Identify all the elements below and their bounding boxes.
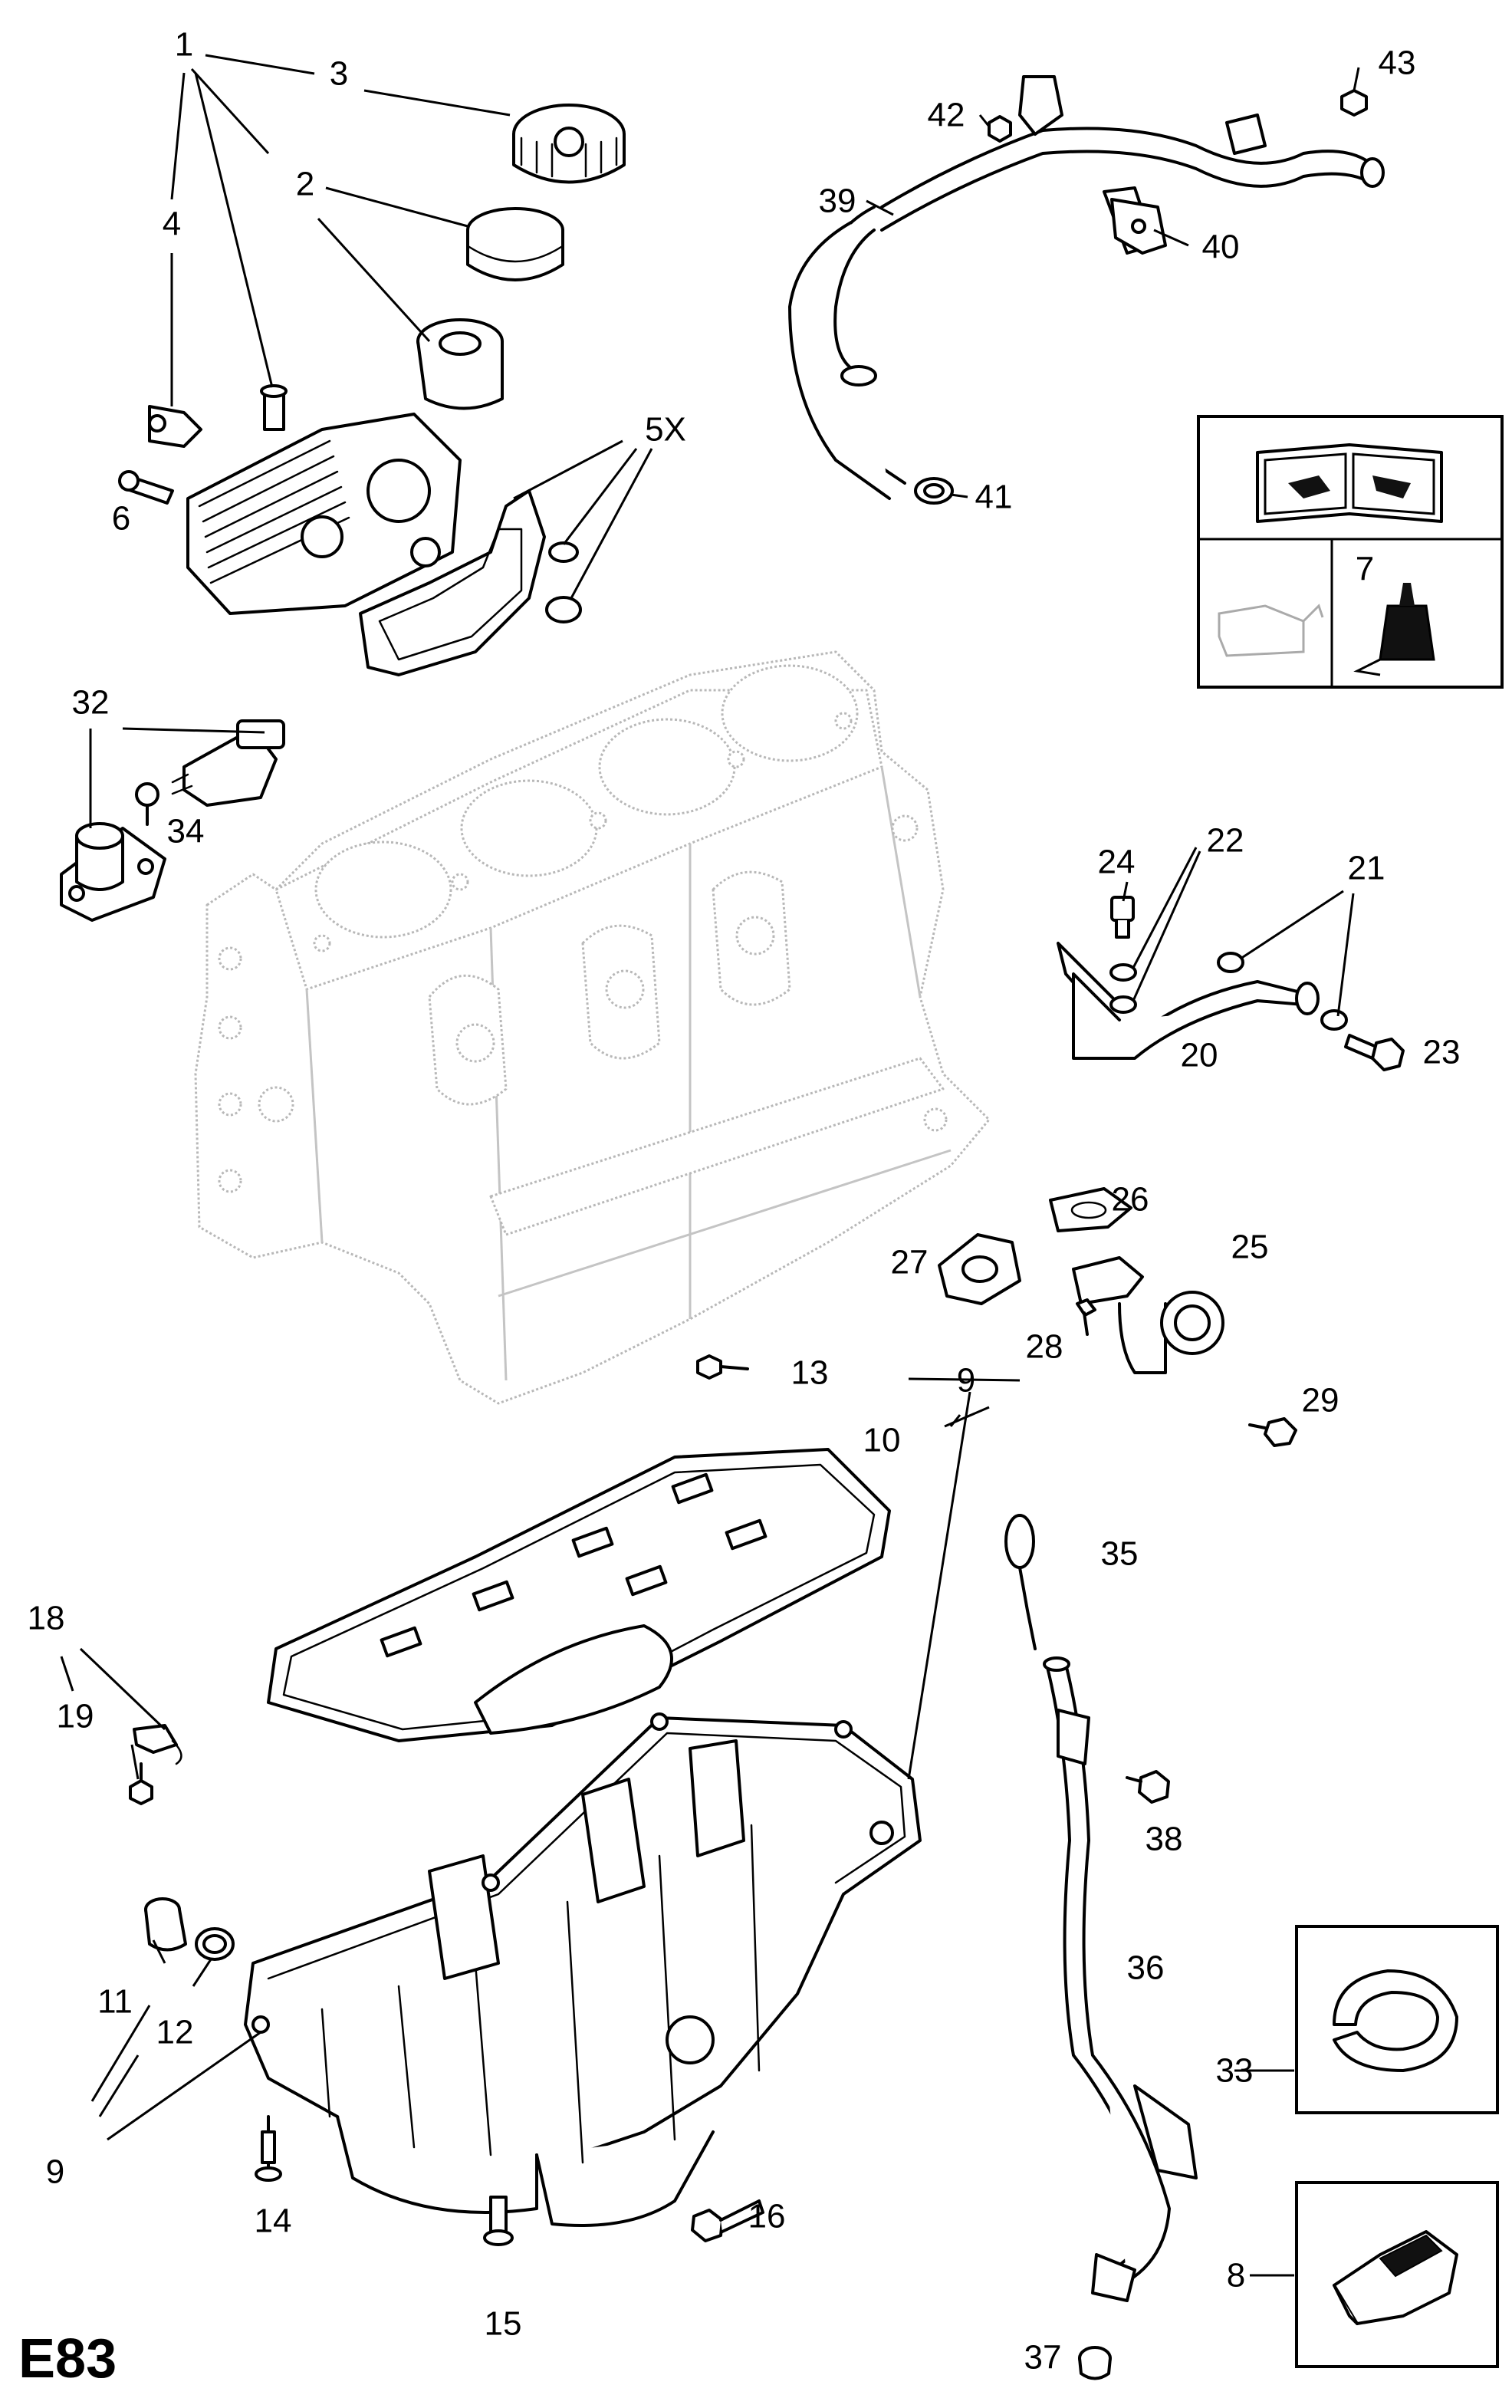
oil-cooler-assembly — [186, 384, 462, 615]
sealant-tube-icon — [1353, 583, 1435, 676]
oil-filter-element — [416, 318, 504, 410]
washer-21b — [1320, 1009, 1348, 1031]
sensor-connector — [171, 719, 285, 807]
bolt-29 — [1248, 1417, 1297, 1447]
oil-filter-cap — [512, 104, 626, 184]
inset-box-33 — [1295, 1925, 1499, 2114]
washer-21a — [1217, 952, 1244, 973]
oil-pan-baffle — [267, 1448, 891, 1742]
callout-10: 10 — [863, 1422, 901, 1459]
oil-filter-ring — [466, 207, 564, 281]
callout-18: 18 — [28, 1600, 65, 1637]
callout-34: 34 — [167, 813, 205, 850]
bolt-34 — [135, 782, 159, 826]
callout-21: 21 — [1348, 850, 1385, 887]
callout-7: 7 — [1356, 551, 1374, 588]
callout-42: 42 — [928, 97, 965, 134]
engine-block-ghost — [194, 650, 991, 1405]
hose-clamp-41 — [914, 477, 954, 505]
bolt-16 — [691, 2199, 764, 2242]
callout-22: 22 — [1207, 822, 1244, 860]
washer-22a — [1109, 963, 1137, 982]
gasket-set-5x — [359, 489, 582, 676]
page-code: E83 — [18, 2328, 117, 2390]
callout-19: 19 — [57, 1698, 94, 1735]
bracket-40 — [1110, 198, 1167, 255]
callout-11: 11 — [97, 1983, 133, 2021]
gasket-26 — [1049, 1187, 1132, 1232]
nut-43 — [1340, 89, 1368, 117]
callout-5x: 5X — [645, 411, 686, 449]
callout-labels: 1 2 3 4 5X 6 7 8 9 9 10 11 12 13 14 15 1… — [28, 26, 1461, 2377]
callout-43: 43 — [1379, 44, 1416, 82]
callout-20: 20 — [1181, 1037, 1218, 1074]
seal-37 — [1078, 2346, 1112, 2380]
seal-ring-12 — [195, 1927, 235, 1961]
callout-2: 2 — [296, 166, 314, 203]
callout-41: 41 — [975, 479, 1013, 516]
bolt-38 — [1126, 1770, 1170, 1804]
leader-lines — [60, 54, 1360, 2277]
oil-can-icon — [1218, 604, 1324, 657]
drain-plug-11 — [144, 1897, 187, 1952]
callout-35: 35 — [1101, 1535, 1139, 1573]
callout-32: 32 — [72, 684, 110, 722]
callout-14: 14 — [255, 2202, 292, 2240]
callout-27: 27 — [891, 1244, 929, 1281]
bolt-6 — [118, 470, 174, 505]
bolt-13 — [696, 1354, 749, 1380]
callout-15: 15 — [485, 2305, 522, 2343]
callout-1: 1 — [175, 26, 193, 64]
callout-6: 6 — [112, 500, 130, 538]
inset-box-8 — [1295, 2181, 1499, 2368]
oil-return-pipe — [1057, 942, 1320, 1060]
banjo-bolt-24 — [1110, 896, 1135, 939]
callout-25: 25 — [1231, 1229, 1269, 1266]
dipstick-guide-tube — [1043, 1656, 1198, 2302]
callout-28: 28 — [1026, 1328, 1063, 1366]
bolt-23 — [1344, 1034, 1405, 1071]
callout-4: 4 — [163, 206, 181, 243]
legend-box — [1197, 415, 1504, 689]
callout-13: 13 — [791, 1354, 829, 1392]
callout-29: 29 — [1302, 1382, 1339, 1419]
oil-pan — [244, 1712, 922, 2227]
callout-16: 16 — [748, 2198, 786, 2235]
clip-18 — [133, 1724, 182, 1765]
bolt-15 — [483, 2196, 514, 2246]
oil-pressure-switch — [148, 405, 202, 448]
callout-24: 24 — [1098, 844, 1136, 881]
washer-22b — [1109, 995, 1137, 1014]
bolt-19 — [129, 1762, 153, 1805]
bolt-28 — [1076, 1298, 1096, 1336]
workshop-manual-icon — [1256, 443, 1443, 523]
callout-12: 12 — [156, 2014, 194, 2051]
callout-9-upper: 9 — [957, 1362, 975, 1400]
callout-33: 33 — [1216, 2052, 1254, 2090]
callout-36: 36 — [1127, 1949, 1165, 1987]
nut-42 — [988, 115, 1012, 143]
dipstick — [1004, 1514, 1037, 1650]
callout-37: 37 — [1024, 2339, 1062, 2377]
callout-38: 38 — [1146, 1821, 1183, 1858]
callout-9-lower: 9 — [46, 2153, 64, 2191]
oil-pickup-tube — [1072, 1256, 1224, 1374]
bolt-14 — [255, 2115, 282, 2182]
gasket-27 — [938, 1233, 1021, 1305]
callout-3: 3 — [330, 55, 348, 93]
callout-23: 23 — [1423, 1034, 1461, 1071]
callout-8: 8 — [1227, 2257, 1245, 2295]
callout-40: 40 — [1202, 229, 1240, 266]
oil-level-sensor — [60, 822, 166, 922]
callout-26: 26 — [1112, 1181, 1149, 1219]
callout-39: 39 — [819, 183, 856, 220]
